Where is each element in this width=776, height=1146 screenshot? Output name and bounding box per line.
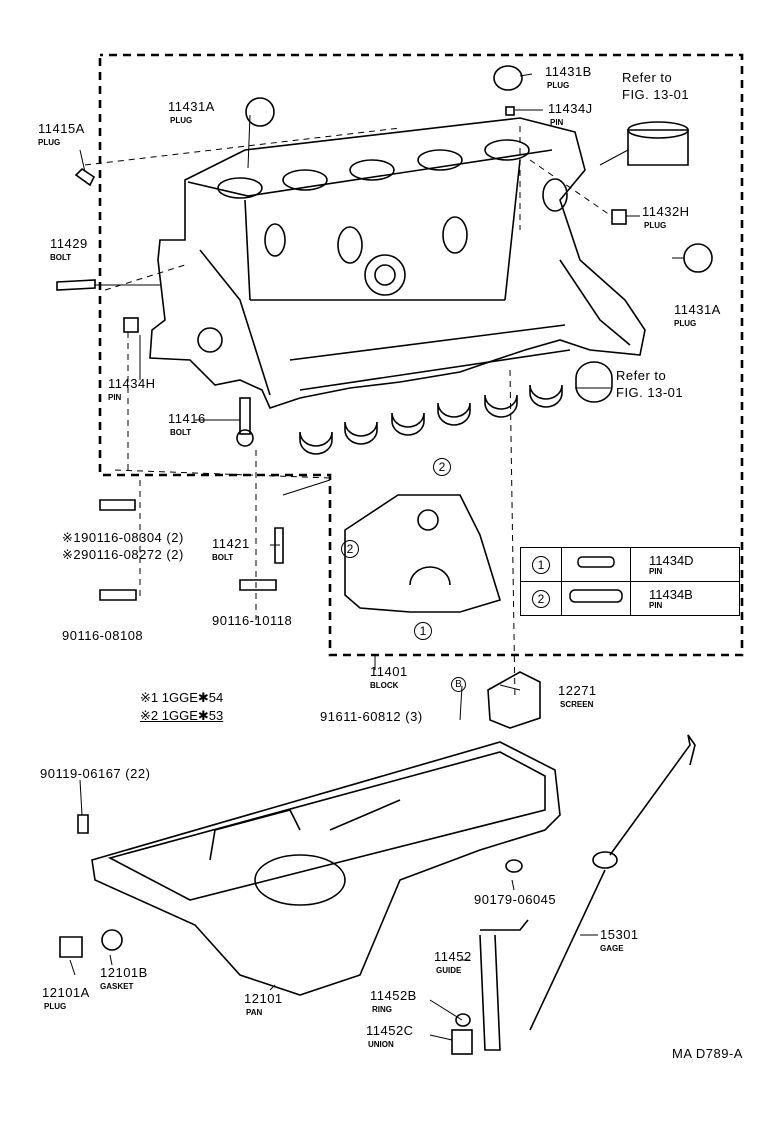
part-name-bolt: BOLT: [170, 428, 192, 437]
assembly-boundary: [98, 53, 744, 657]
part-number-11421: 11421: [212, 536, 250, 551]
reference-text: FIG. 13-01: [616, 385, 684, 400]
part-number-15301: 15301: [600, 927, 639, 942]
part-name-union: UNION: [368, 1040, 394, 1049]
part-number-11432H: 11432H: [642, 204, 690, 219]
part-name-plug: PLUG: [547, 81, 570, 90]
reference-text: FIG. 13-01: [622, 87, 690, 102]
part-code-90179-06045: 90179-06045: [474, 892, 557, 907]
part-number-12101A: 12101A: [42, 985, 90, 1000]
cylinder-block: [149, 117, 646, 409]
part-number-11434J: 11434J: [548, 101, 593, 116]
part-code-90116-08304: ※190116-08304 (2): [62, 530, 184, 545]
bearing-cap-bracket: [344, 494, 502, 613]
callout-2: 2: [341, 540, 359, 558]
pin-reference-table: 1 11434D PIN 2 11434B PIN: [520, 547, 740, 616]
part-name-plug: PLUG: [44, 1002, 67, 1011]
part-name-screen: SCREEN: [560, 700, 594, 709]
part-number-11431A-right: 11431A: [674, 302, 721, 317]
part-number-11452C: 11452C: [366, 1023, 414, 1038]
part-number-11429: 11429: [50, 236, 88, 251]
callout-1: 1: [414, 622, 432, 640]
part-code-90116-08272: ※290116-08272 (2): [62, 547, 184, 562]
short-pin-icon: [577, 556, 615, 568]
part-name-gage: GAGE: [600, 944, 624, 953]
main-bearings: [299, 361, 613, 455]
part-code-91611-60812: 91611-60812 (3): [320, 709, 423, 724]
drawing-id: MA D789-A: [672, 1046, 743, 1061]
part-number-11401: 11401: [370, 664, 408, 679]
oil-pan: [91, 741, 561, 996]
oil-screen: [487, 671, 541, 729]
part-number-12101B: 12101B: [100, 965, 148, 980]
dipstick: [59, 734, 696, 1055]
part-number-12101: 12101: [244, 991, 283, 1006]
part-name-pan: PAN: [246, 1008, 263, 1017]
part-number-11431A-top: 11431A: [168, 99, 215, 114]
part-name-plug: PLUG: [38, 138, 61, 147]
part-name-plug: PLUG: [170, 116, 193, 125]
table-row: 1 11434D PIN: [520, 547, 740, 582]
long-pin-icon: [569, 589, 623, 603]
part-name-plug: PLUG: [644, 221, 667, 230]
leader-lines: [69, 73, 684, 1041]
dashed-leaders: [84, 126, 611, 701]
reference-text: Refer to: [616, 368, 667, 383]
part-number-11452B: 11452B: [370, 988, 417, 1003]
table-row-number: 2: [532, 589, 550, 608]
part-name-block: BLOCK: [370, 681, 399, 690]
table-row-number: 1: [532, 555, 550, 574]
part-number-11434H: 11434H: [108, 376, 156, 391]
part-number-12271: 12271: [558, 683, 597, 698]
part-number-11415A: 11415A: [38, 121, 85, 136]
part-name-pin: PIN: [108, 393, 122, 402]
part-name-ring: RING: [372, 1005, 392, 1014]
table-part-name: PIN: [649, 566, 663, 576]
part-code-90116-10118: 90116-10118: [212, 613, 293, 628]
engine-legend-1: ※1 1GGE✱54: [140, 690, 224, 705]
table-row: 2 11434B PIN: [520, 581, 740, 616]
part-code-90119-06167: 90119-06167 (22): [40, 766, 151, 781]
part-name-bolt: BOLT: [212, 553, 234, 562]
part-number-11431B: 11431B: [545, 64, 592, 79]
part-number-11452: 11452: [434, 949, 472, 964]
part-name-pin: PIN: [550, 118, 564, 127]
part-name-guide: GUIDE: [436, 966, 462, 975]
reference-text: Refer to: [622, 70, 673, 85]
part-name-bolt: BOLT: [50, 253, 72, 262]
part-name-gasket: GASKET: [100, 982, 134, 991]
small-parts: [56, 65, 713, 601]
table-part-code: 11434B: [649, 586, 693, 602]
callout-b: B: [451, 677, 466, 692]
table-part-code: 11434D: [649, 552, 694, 568]
part-name-plug: PLUG: [674, 319, 697, 328]
table-part-name: PIN: [649, 600, 663, 610]
engine-legend-2: ※2 1GGE✱53: [140, 708, 224, 723]
part-code-90116-08108: 90116-08108: [62, 628, 144, 643]
callout-2: 2: [433, 458, 451, 476]
part-number-11416: 11416: [168, 411, 206, 426]
